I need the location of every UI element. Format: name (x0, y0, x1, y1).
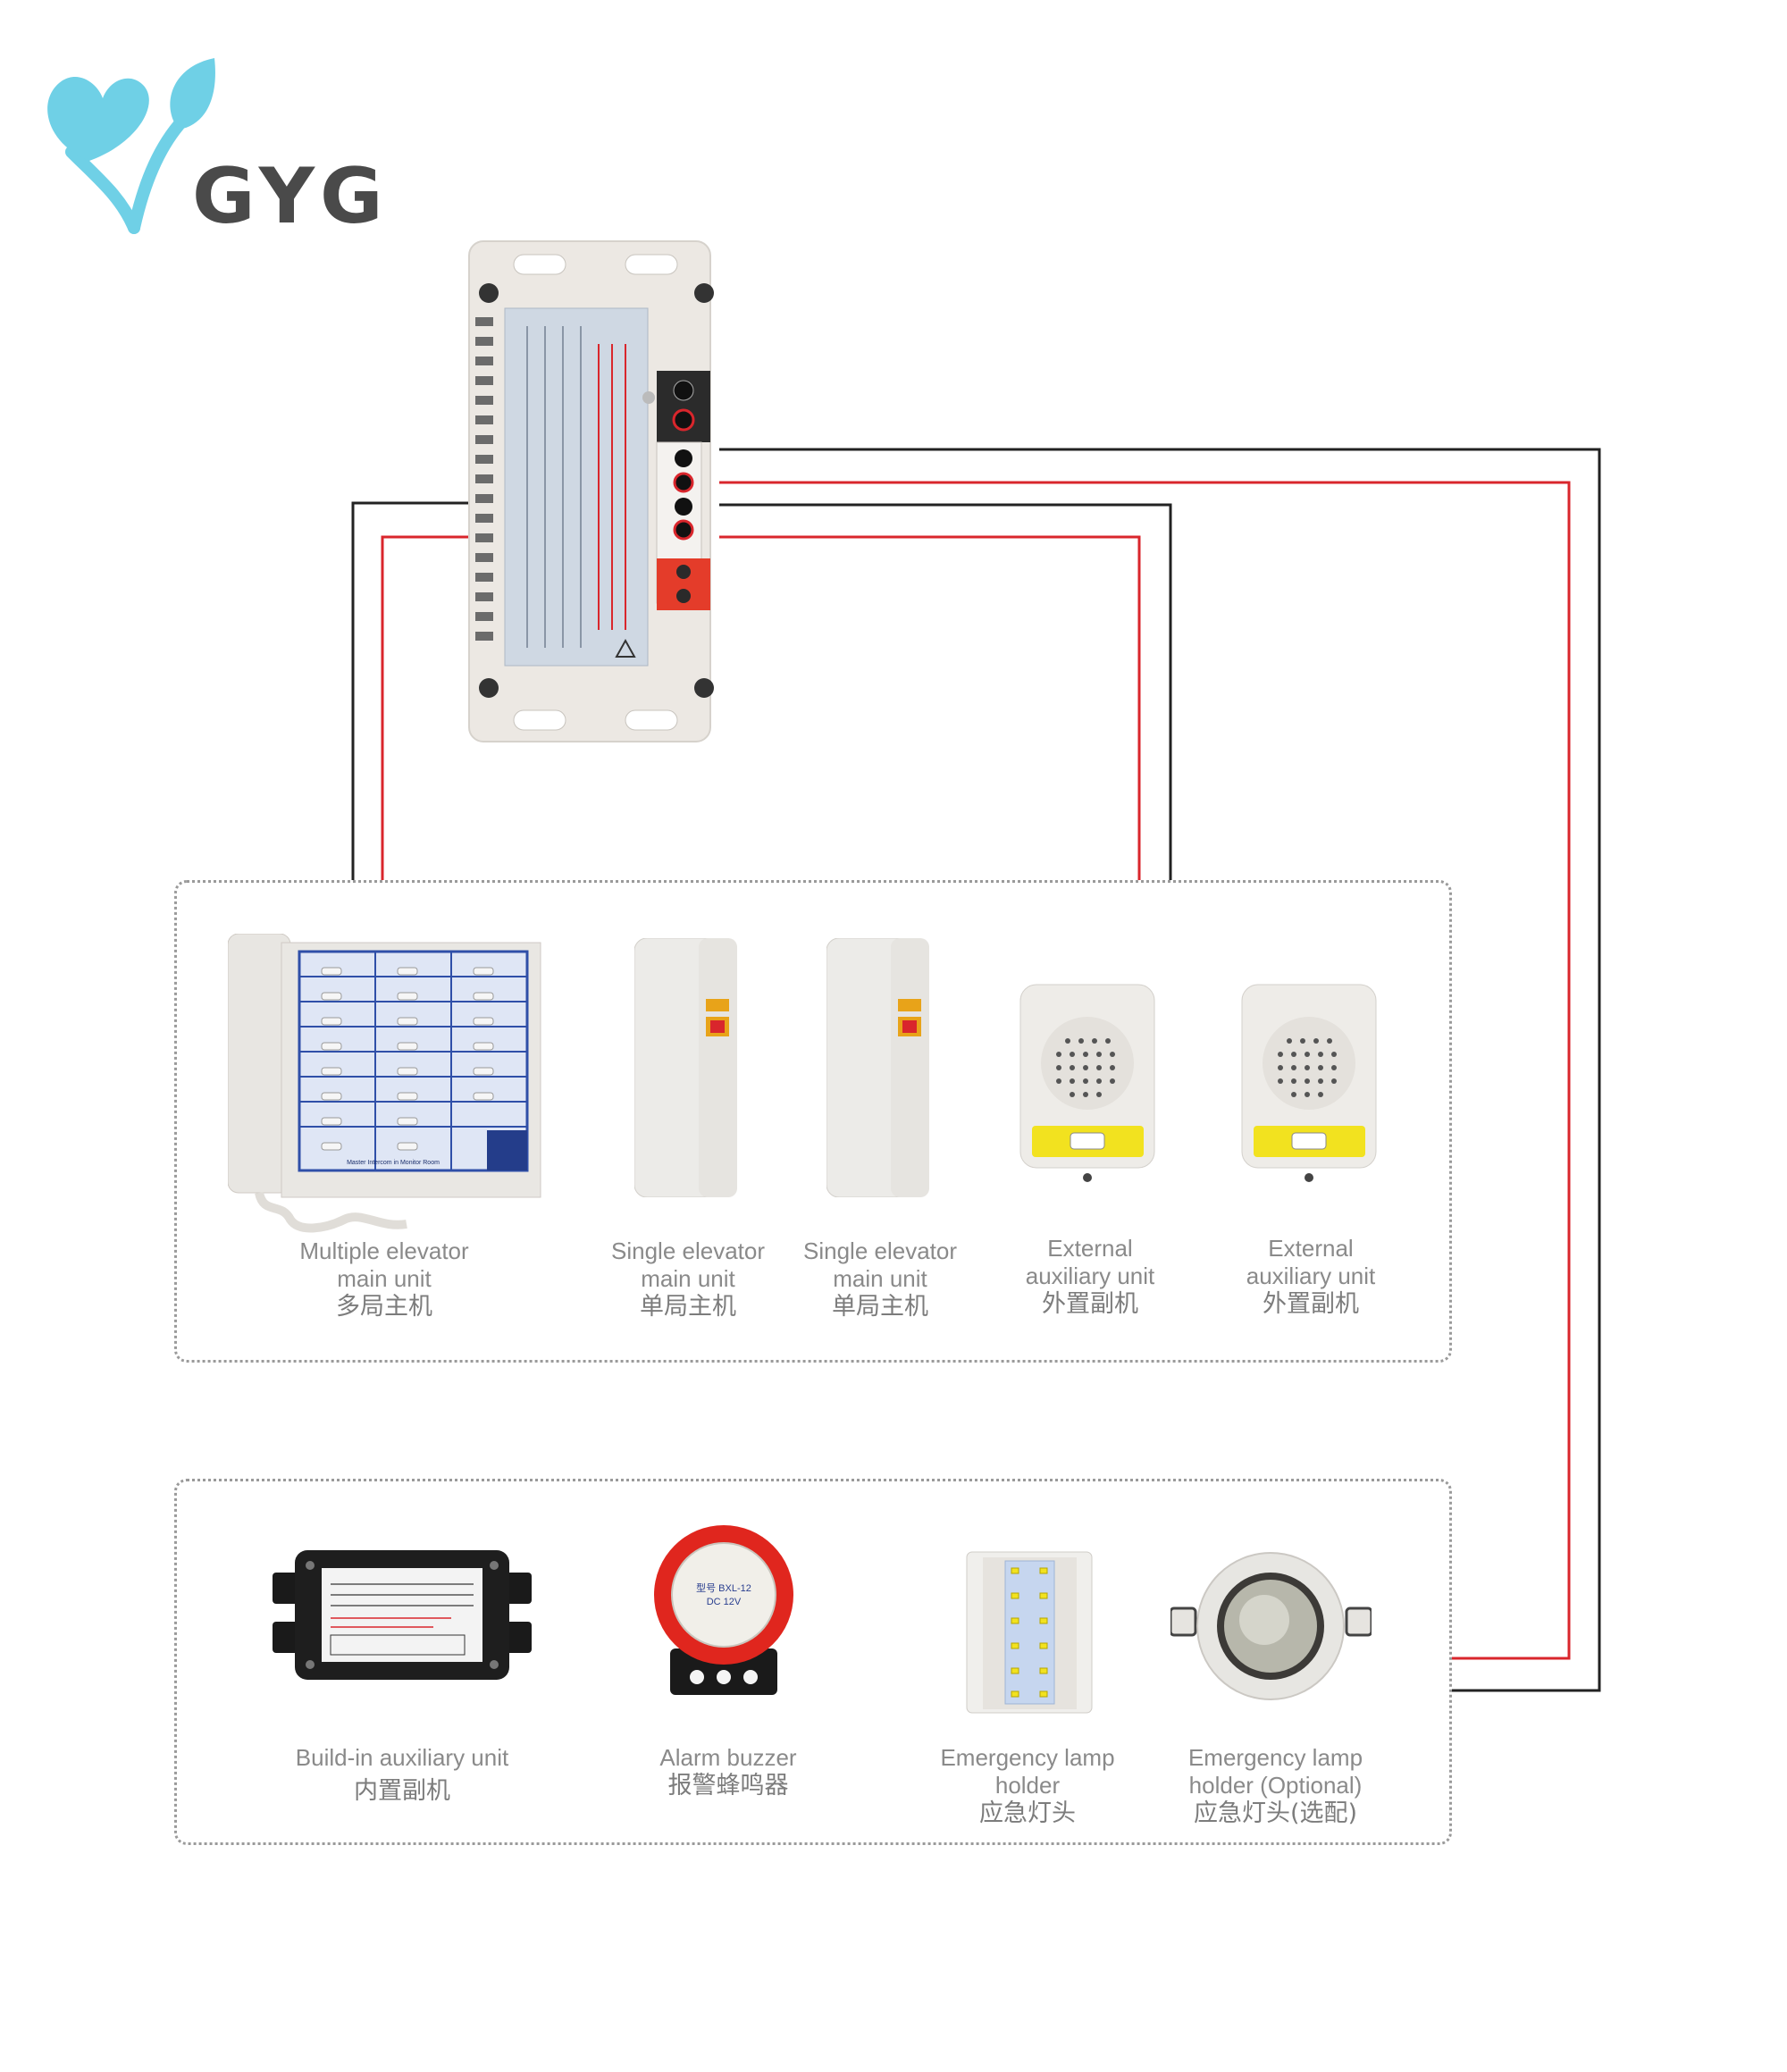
external-aux-unit-1 (1019, 983, 1157, 1188)
wire-black-middle (719, 503, 1172, 880)
wire-red-outer (719, 481, 1571, 1660)
handset-phone-icon (826, 937, 930, 1198)
brand-logo: GYG (36, 45, 411, 241)
leaf-logo-icon (47, 58, 215, 234)
builtin-aux-unit (273, 1550, 532, 1680)
brand-name: GYG (192, 152, 389, 241)
handset-phone-icon (633, 937, 738, 1198)
buzzer-face-voltage: DC 12V (706, 1597, 742, 1607)
label-alarm-buzzer: Alarm buzzer 报警蜂鸣器 (659, 1744, 797, 1799)
aux-units-group (174, 1479, 1452, 1845)
round-downlight-icon (1169, 1552, 1373, 1700)
label-builtin-aux-unit: Build-in auxiliary unit 内置副机 (295, 1744, 509, 1805)
black-junction-box-icon (273, 1550, 532, 1680)
buzzer-face-text: 型号 BXL-12 (696, 1583, 751, 1594)
speaker-box-icon (1019, 984, 1155, 1182)
led-lamp-holder-icon (966, 1551, 1093, 1714)
wire-red-left (381, 535, 482, 880)
emergency-lamp-holder-optional (1169, 1550, 1373, 1702)
alarm-buzzer-icon (654, 1525, 793, 1695)
multi-elevator-intercom-icon (227, 933, 541, 1233)
main-units-group (174, 880, 1452, 1363)
power-supply-module (465, 237, 724, 746)
power-supply-module-icon (468, 240, 714, 742)
alarm-buzzer: 型号 BXL-12 DC 12V (652, 1523, 795, 1698)
multi-elevator-unit: Master Intercom in Monitor Room (227, 933, 545, 1237)
wire-black-left (351, 501, 482, 880)
emergency-lamp-holder (965, 1550, 1095, 1715)
wire-black-outer (719, 448, 1601, 1692)
single-elevator-unit-1 (633, 937, 738, 1198)
wire-red-middle (719, 535, 1141, 880)
speaker-box-icon (1241, 984, 1377, 1182)
single-elevator-unit-2 (826, 937, 930, 1198)
multi-panel-caption: Master Intercom in Monitor Room (347, 1160, 440, 1166)
external-aux-unit-2 (1240, 983, 1379, 1188)
